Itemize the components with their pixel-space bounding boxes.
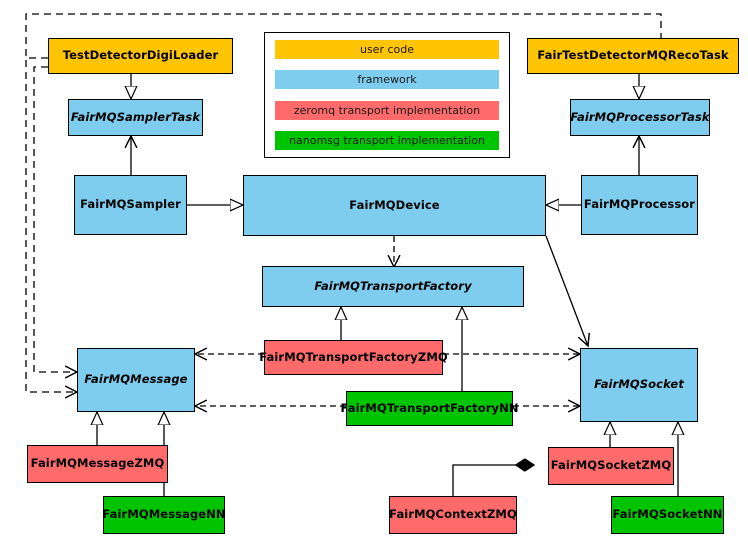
- edge-device-to-socket: [545, 235, 588, 346]
- class-box-fairmqtransportfactorynn[interactable]: FairMQTransportFactoryNN: [340, 391, 518, 426]
- legend-label-user-code: user code: [359, 43, 415, 56]
- class-box-fairmqsamplertask[interactable]: FairMQSamplerTask: [68, 99, 203, 136]
- class-box-fairmqtransportfactory[interactable]: FairMQTransportFactory: [262, 266, 524, 307]
- legend-panel: user code framework zeromq transport imp…: [264, 32, 510, 158]
- class-box-fairmqprocessor[interactable]: FairMQProcessor: [581, 175, 698, 235]
- class-label: FairMQTransportFactory: [314, 278, 472, 293]
- class-box-fairmqsocket[interactable]: FairMQSocket: [580, 348, 698, 422]
- class-label: FairMQDevice: [349, 197, 440, 212]
- class-box-fairmqprocessortask[interactable]: FairMQProcessorTask: [570, 99, 710, 136]
- class-label: FairMQMessageNN: [102, 507, 226, 522]
- class-label: FairMQContextZMQ: [389, 507, 517, 522]
- class-box-fairmqsocketzmq[interactable]: FairMQSocketZMQ: [548, 447, 674, 485]
- class-box-fairmqsocketnn[interactable]: FairMQSocketNN: [611, 496, 724, 534]
- class-label: FairMQSocketNN: [612, 507, 723, 522]
- edge-contextzmq-comp-socketzmq: [452, 465, 534, 496]
- class-label: FairMQMessage: [84, 372, 188, 387]
- class-box-fairmqtransportfactoryzmq[interactable]: FairMQTransportFactoryZMQ: [259, 340, 448, 375]
- class-box-fairmqmessage[interactable]: FairMQMessage: [77, 348, 195, 412]
- class-box-fairtestdetectormqrecotask[interactable]: FairTestDetectorMQRecoTask: [527, 38, 739, 74]
- legend-item-user-code: user code: [275, 40, 499, 59]
- class-box-fairmqmessagezmq[interactable]: FairMQMessageZMQ: [27, 445, 168, 483]
- class-box-fairmqcontextzmq[interactable]: FairMQContextZMQ: [389, 496, 517, 534]
- class-label: FairMQProcessor: [583, 197, 696, 212]
- class-label: FairMQSocketZMQ: [550, 458, 672, 473]
- legend-label-framework: framework: [357, 73, 417, 87]
- legend-label-nanomsg: nanomsg transport implementation: [289, 133, 485, 147]
- class-box-fairmqmessagenn[interactable]: FairMQMessageNN: [102, 496, 226, 534]
- class-label: FairMQTransportFactoryZMQ: [259, 349, 448, 364]
- class-box-fairmqdevice[interactable]: FairMQDevice: [243, 175, 546, 236]
- legend-item-zeromq: zeromq transport implementation: [275, 100, 499, 120]
- class-label: FairMQMessageZMQ: [30, 456, 165, 471]
- legend-item-nanomsg: nanomsg transport implementation: [275, 130, 499, 150]
- class-label: FairMQSampler: [80, 197, 181, 212]
- class-label: FairMQSamplerTask: [70, 109, 201, 124]
- legend-label-zeromq: zeromq transport implementation: [293, 103, 481, 117]
- class-label: FairMQSocket: [594, 377, 684, 392]
- class-label: FairTestDetectorMQRecoTask: [537, 48, 729, 63]
- legend-item-framework: framework: [275, 70, 499, 90]
- class-label: FairMQProcessorTask: [570, 109, 710, 124]
- class-label: TestDetectorDigiLoader: [62, 48, 219, 63]
- class-box-fairmqsampler[interactable]: FairMQSampler: [74, 175, 187, 235]
- class-box-testdetectordigiloader[interactable]: TestDetectorDigiLoader: [48, 38, 233, 74]
- class-label: FairMQTransportFactoryNN: [340, 400, 519, 415]
